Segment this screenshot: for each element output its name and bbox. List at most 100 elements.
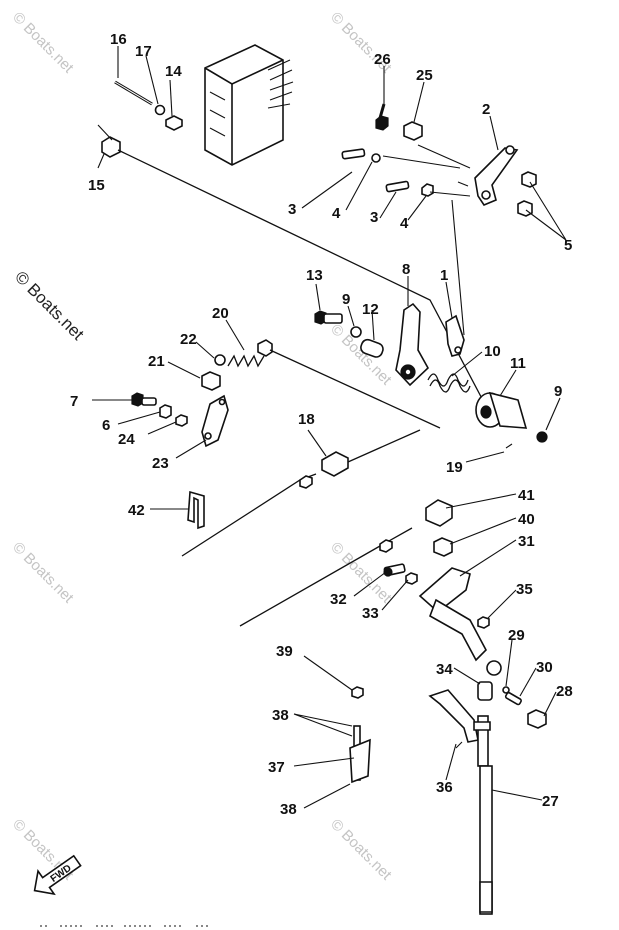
callout-23: 23: [152, 455, 169, 472]
nut-28: [527, 709, 547, 729]
callout-9b: 9: [554, 383, 562, 400]
bolt-32: [383, 563, 406, 577]
leader-lines: [92, 46, 567, 809]
watermark-text-side: © Boats.net: [11, 267, 88, 344]
callout-28: 28: [556, 683, 573, 700]
washer-6: [159, 404, 172, 419]
washer-35: [477, 616, 490, 629]
lever-2: [474, 145, 519, 206]
callout-34: 34: [436, 661, 453, 678]
callout-27: 27: [542, 793, 559, 810]
nut-9-right: [536, 431, 548, 443]
callout-32: 32: [330, 591, 347, 608]
callout-3a: 3: [288, 201, 296, 218]
spacer-12: [360, 338, 384, 358]
callout-9a: 9: [342, 291, 350, 308]
callout-30: 30: [536, 659, 553, 676]
callout-17: 17: [135, 43, 152, 60]
bolt-30: [504, 691, 522, 706]
shaft-27: [473, 715, 493, 915]
washer-33: [405, 572, 418, 585]
callout-5: 5: [564, 237, 572, 254]
nut-14: [165, 115, 183, 131]
watermark-text: © Boats.net: [9, 539, 77, 607]
callout-7: 7: [70, 393, 78, 410]
callout-16: 16: [110, 31, 127, 48]
spacer-34: [477, 681, 493, 701]
callout-11: 11: [510, 355, 526, 372]
bushing-5-lower: [517, 200, 533, 217]
callout-39: 39: [276, 643, 293, 660]
callout-33: 33: [362, 605, 379, 622]
spring-10: [427, 373, 471, 393]
bolt-7: [131, 392, 157, 407]
callout-26: 26: [374, 51, 391, 68]
callout-22: 22: [180, 331, 197, 348]
callout-8: 8: [402, 261, 410, 278]
clip-42: [187, 490, 205, 530]
callout-labels: 16 17 14 15 26 25 2 3 4 3 4 5 13 8 1 9 1…: [70, 31, 573, 818]
bolt-13: [314, 310, 343, 325]
shift-cable-upper: [117, 149, 489, 411]
washer-29: [502, 686, 510, 694]
callout-35: 35: [516, 581, 533, 598]
callout-25: 25: [416, 67, 433, 84]
washer-17: [154, 104, 166, 116]
callout-29: 29: [508, 627, 525, 644]
wire-bundle: [267, 59, 294, 109]
washer-22: [214, 354, 226, 366]
lever-23: [201, 394, 229, 448]
bolt-26: [375, 103, 389, 131]
callout-40: 40: [518, 511, 535, 528]
throttle-link: [269, 349, 441, 429]
callout-2: 2: [482, 101, 490, 118]
cable-joint-18: [321, 451, 349, 477]
callout-4a: 4: [332, 205, 341, 222]
callout-4b: 4: [400, 215, 409, 232]
watermark-text: © Boats.net: [327, 816, 395, 884]
callout-18: 18: [298, 411, 315, 428]
callout-38b: 38: [280, 801, 297, 818]
nut-24: [175, 414, 188, 427]
washer-39: [351, 686, 364, 699]
callout-31: 31: [518, 533, 535, 550]
callout-10: 10: [484, 343, 501, 360]
callout-36: 36: [436, 779, 453, 796]
cam-11: [475, 391, 528, 429]
callout-21: 21: [148, 353, 165, 370]
callout-15: 15: [88, 177, 105, 194]
joint-41: [425, 499, 453, 527]
callout-41: 41: [518, 487, 535, 504]
link-1: [445, 314, 465, 357]
callout-1: 1: [440, 267, 448, 284]
bushing-5-upper: [521, 171, 537, 188]
link-37: [349, 725, 371, 784]
callout-19: 19: [446, 459, 463, 476]
bolt-3-upper: [341, 148, 381, 163]
joint-15: [101, 136, 121, 158]
callout-6: 6: [102, 417, 110, 434]
callout-13: 13: [306, 267, 323, 284]
rod-16: [114, 80, 153, 106]
lever-8: [395, 302, 430, 387]
pin-19: [505, 443, 513, 449]
washer-9-mid: [350, 326, 362, 338]
bolt-3-lower: [385, 180, 434, 197]
bushing-40: [433, 537, 453, 557]
control-box: [204, 44, 294, 166]
bracket-36: [428, 689, 479, 749]
callout-12: 12: [362, 301, 379, 318]
collar-25: [403, 121, 423, 141]
callout-42: 42: [128, 502, 145, 519]
watermark-text: © Boats.net: [9, 9, 77, 77]
callout-14: 14: [165, 63, 182, 80]
spring-20: [227, 339, 273, 368]
callout-3b: 3: [370, 209, 378, 226]
watermarks: © Boats.net © Boats.net © Boats.net © Bo…: [9, 9, 395, 884]
callout-37: 37: [268, 759, 285, 776]
callout-38a: 38: [272, 707, 289, 724]
callout-24: 24: [118, 431, 135, 448]
collar-21: [201, 371, 221, 391]
